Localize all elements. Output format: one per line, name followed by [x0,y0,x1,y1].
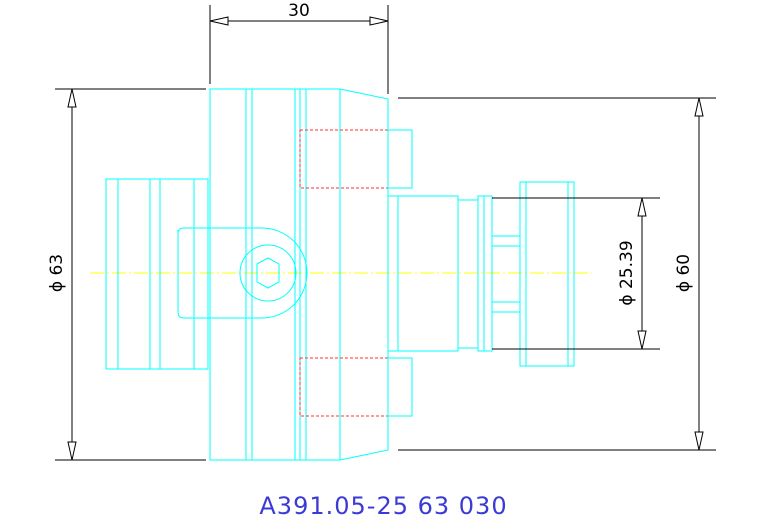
left-shank [105,178,209,370]
dimension-left-diameter-label: ϕ 63 [47,254,67,292]
dimension-inner-diameter-label: ϕ 25.39 [617,240,637,305]
face-pins [387,129,413,417]
dimension-top-width [209,5,389,94]
dimension-top-width-label: 30 [288,1,310,21]
right-disc [519,181,575,367]
spigot [387,195,521,352]
dimension-inner-diameter [492,197,660,350]
dimension-right-diameter [398,97,716,451]
dimension-left-diameter [55,88,206,461]
main-body [209,88,389,461]
part-number: A391.05-25 63 030 [259,492,508,520]
dimension-right-diameter-label: ϕ 60 [674,254,694,292]
clamp-lever [177,227,308,319]
